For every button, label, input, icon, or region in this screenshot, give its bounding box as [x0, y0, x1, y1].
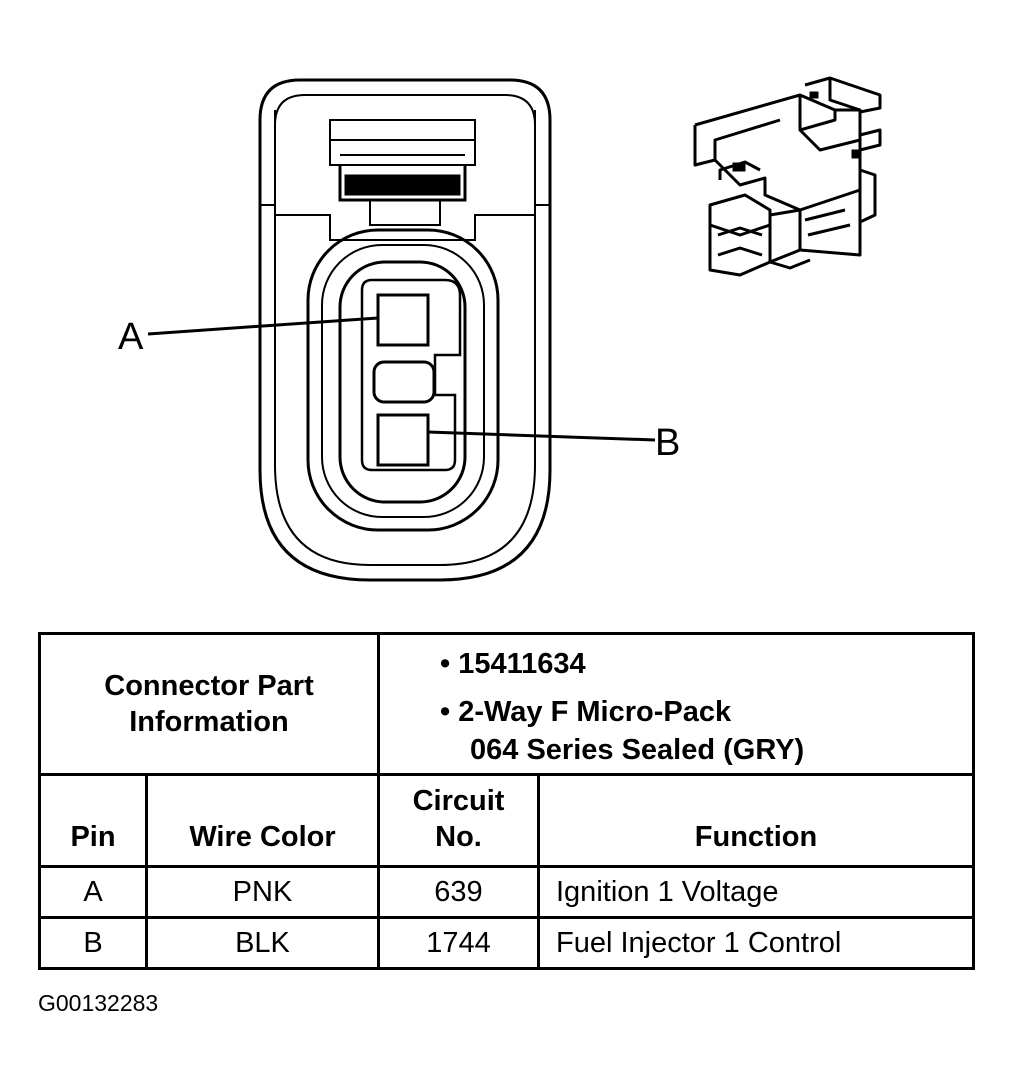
- column-header-function: Function: [537, 773, 975, 868]
- wire-color-cell: PNK: [145, 865, 380, 919]
- seal-ring-outer: [306, 228, 500, 532]
- figure-id: G00132283: [38, 990, 159, 1016]
- pin-cell: B: [38, 916, 148, 970]
- part-info-cell: • 15411634 • 2-Way F Micro-Pack 064 Seri…: [377, 632, 975, 776]
- latch-tab: [329, 119, 476, 166]
- polarizing-key: [372, 360, 436, 404]
- part-number: • 15411634: [440, 648, 586, 680]
- column-header-row: Pin Wire Color Circuit No. Function: [38, 773, 975, 868]
- latch-housing: [274, 110, 536, 241]
- leader-line-a: [147, 316, 379, 336]
- connector-part-information-label: Connector Part Information: [38, 632, 380, 776]
- function-cell: Fuel Injector 1 Control: [537, 916, 975, 970]
- pin-cell: A: [38, 865, 148, 919]
- column-header-wire-color: Wire Color: [145, 773, 380, 868]
- table-row: B BLK 1744 Fuel Injector 1 Control: [38, 916, 975, 970]
- seal-ring-inner: [338, 260, 467, 504]
- terminal-b: [376, 413, 430, 467]
- pin-a-callout: A: [118, 316, 144, 358]
- terminal-a: [376, 293, 430, 347]
- circuit-no-cell: 639: [377, 865, 540, 919]
- connector-isometric-view: [693, 76, 882, 277]
- pin-b-callout: B: [655, 422, 681, 464]
- seal-ring-middle: [321, 244, 485, 518]
- column-header-circuit-no: Circuit No.: [377, 773, 540, 868]
- part-series: 064 Series Sealed (GRY): [470, 734, 805, 766]
- connector-info-table: Connector Part Information • 15411634 • …: [38, 632, 975, 970]
- table-row: A PNK 639 Ignition 1 Voltage: [38, 865, 975, 919]
- connector-outer-shell: [258, 78, 552, 582]
- connector-diagram: [147, 76, 882, 582]
- function-cell: Ignition 1 Voltage: [537, 865, 975, 919]
- wire-color-cell: BLK: [145, 916, 380, 970]
- circuit-no-cell: 1744: [377, 916, 540, 970]
- column-header-pin: Pin: [38, 773, 148, 868]
- leader-line-b: [427, 430, 656, 442]
- part-info-row: Connector Part Information • 15411634 • …: [38, 632, 975, 776]
- part-description: • 2-Way F Micro-Pack: [440, 696, 732, 728]
